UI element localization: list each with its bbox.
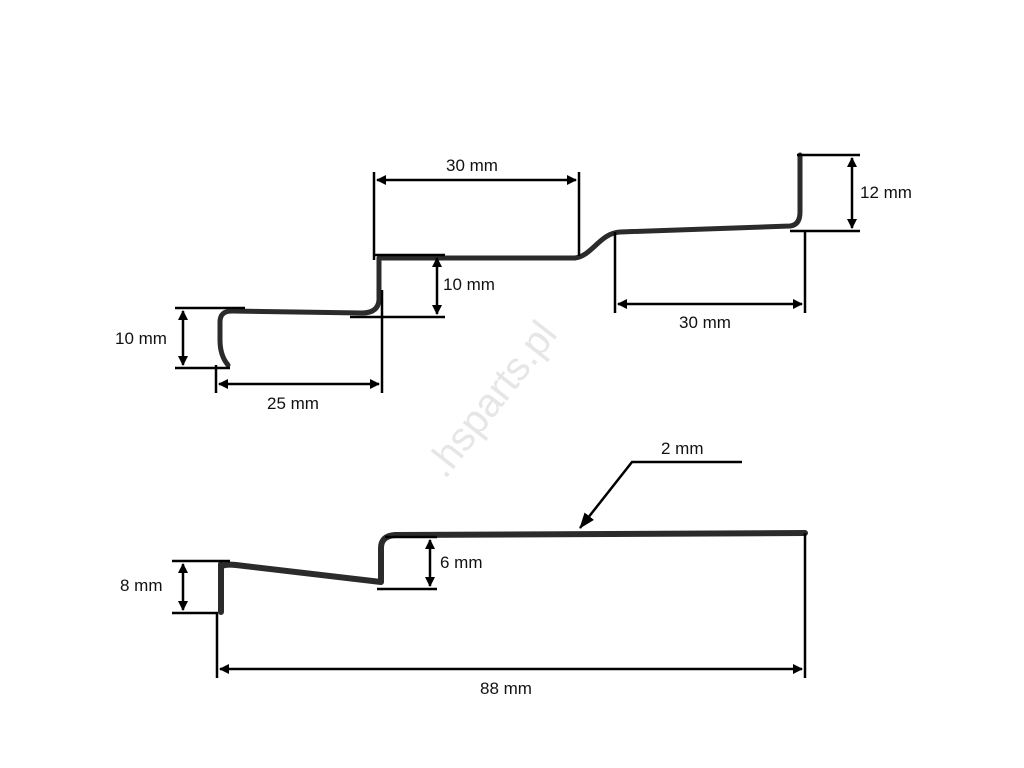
- dim-top-left-length: 25 mm: [214, 290, 384, 413]
- side-wire: [218, 530, 808, 615]
- dim-top-step-height: 10 mm: [350, 253, 495, 319]
- dim-side-step-height: 6 mm: [377, 535, 483, 591]
- top-left-length-label: 25 mm: [267, 394, 319, 413]
- dim-top-right-height: 12 mm: [790, 153, 912, 233]
- dim-top-middle-length: 30 mm: [372, 156, 581, 260]
- side-step-height-label: 6 mm: [440, 553, 483, 572]
- side-view: 8 mm 6 mm 88 mm 2 mm: [120, 439, 808, 698]
- dim-side-left-height: 8 mm: [120, 559, 230, 615]
- top-left-height-label: 10 mm: [115, 329, 167, 348]
- top-right-height-label: 12 mm: [860, 183, 912, 202]
- dim-side-total-length: 88 mm: [215, 533, 807, 698]
- top-right-length-label: 30 mm: [679, 313, 731, 332]
- dim-wire-diameter-leader: 2 mm: [579, 439, 742, 529]
- watermark: .hsparts.pl: [417, 313, 565, 486]
- wire-diameter-label: 2 mm: [661, 439, 704, 458]
- top-step-height-label: 10 mm: [443, 275, 495, 294]
- top-middle-length-label: 30 mm: [446, 156, 498, 175]
- side-left-height-label: 8 mm: [120, 576, 163, 595]
- top-view: 10 mm 25 mm 10 mm 30 mm 30 mm: [115, 152, 912, 413]
- dim-top-right-length: 30 mm: [613, 230, 807, 332]
- dim-top-left-height: 10 mm: [115, 306, 245, 370]
- top-wire: [217, 152, 803, 368]
- side-total-length-label: 88 mm: [480, 679, 532, 698]
